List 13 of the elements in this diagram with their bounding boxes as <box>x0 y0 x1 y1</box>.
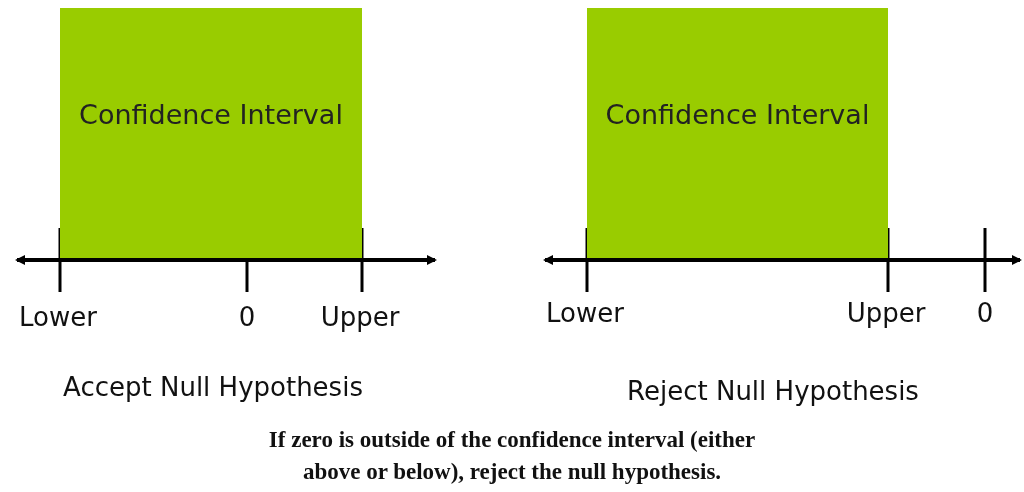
box-label: Confidence Interval <box>78 98 344 132</box>
interval-box <box>60 8 362 258</box>
tick-label: Lower <box>19 302 97 332</box>
tick-label: Upper <box>846 298 926 328</box>
tick-label: Lower <box>546 298 624 328</box>
caption: If zero is outside of the confidence interval (either above or below), reject the null hypothesis. <box>267 426 757 486</box>
tick-label: Upper <box>320 302 400 332</box>
interval-box <box>587 8 888 258</box>
tick-label: 0 <box>976 298 994 328</box>
panel-caption: Reject Null Hypothesis <box>627 376 919 406</box>
panel-caption: Accept Null Hypothesis <box>63 372 363 402</box>
tick-label: 0 <box>238 302 256 332</box>
box-label: Confidence Interval <box>604 98 871 132</box>
